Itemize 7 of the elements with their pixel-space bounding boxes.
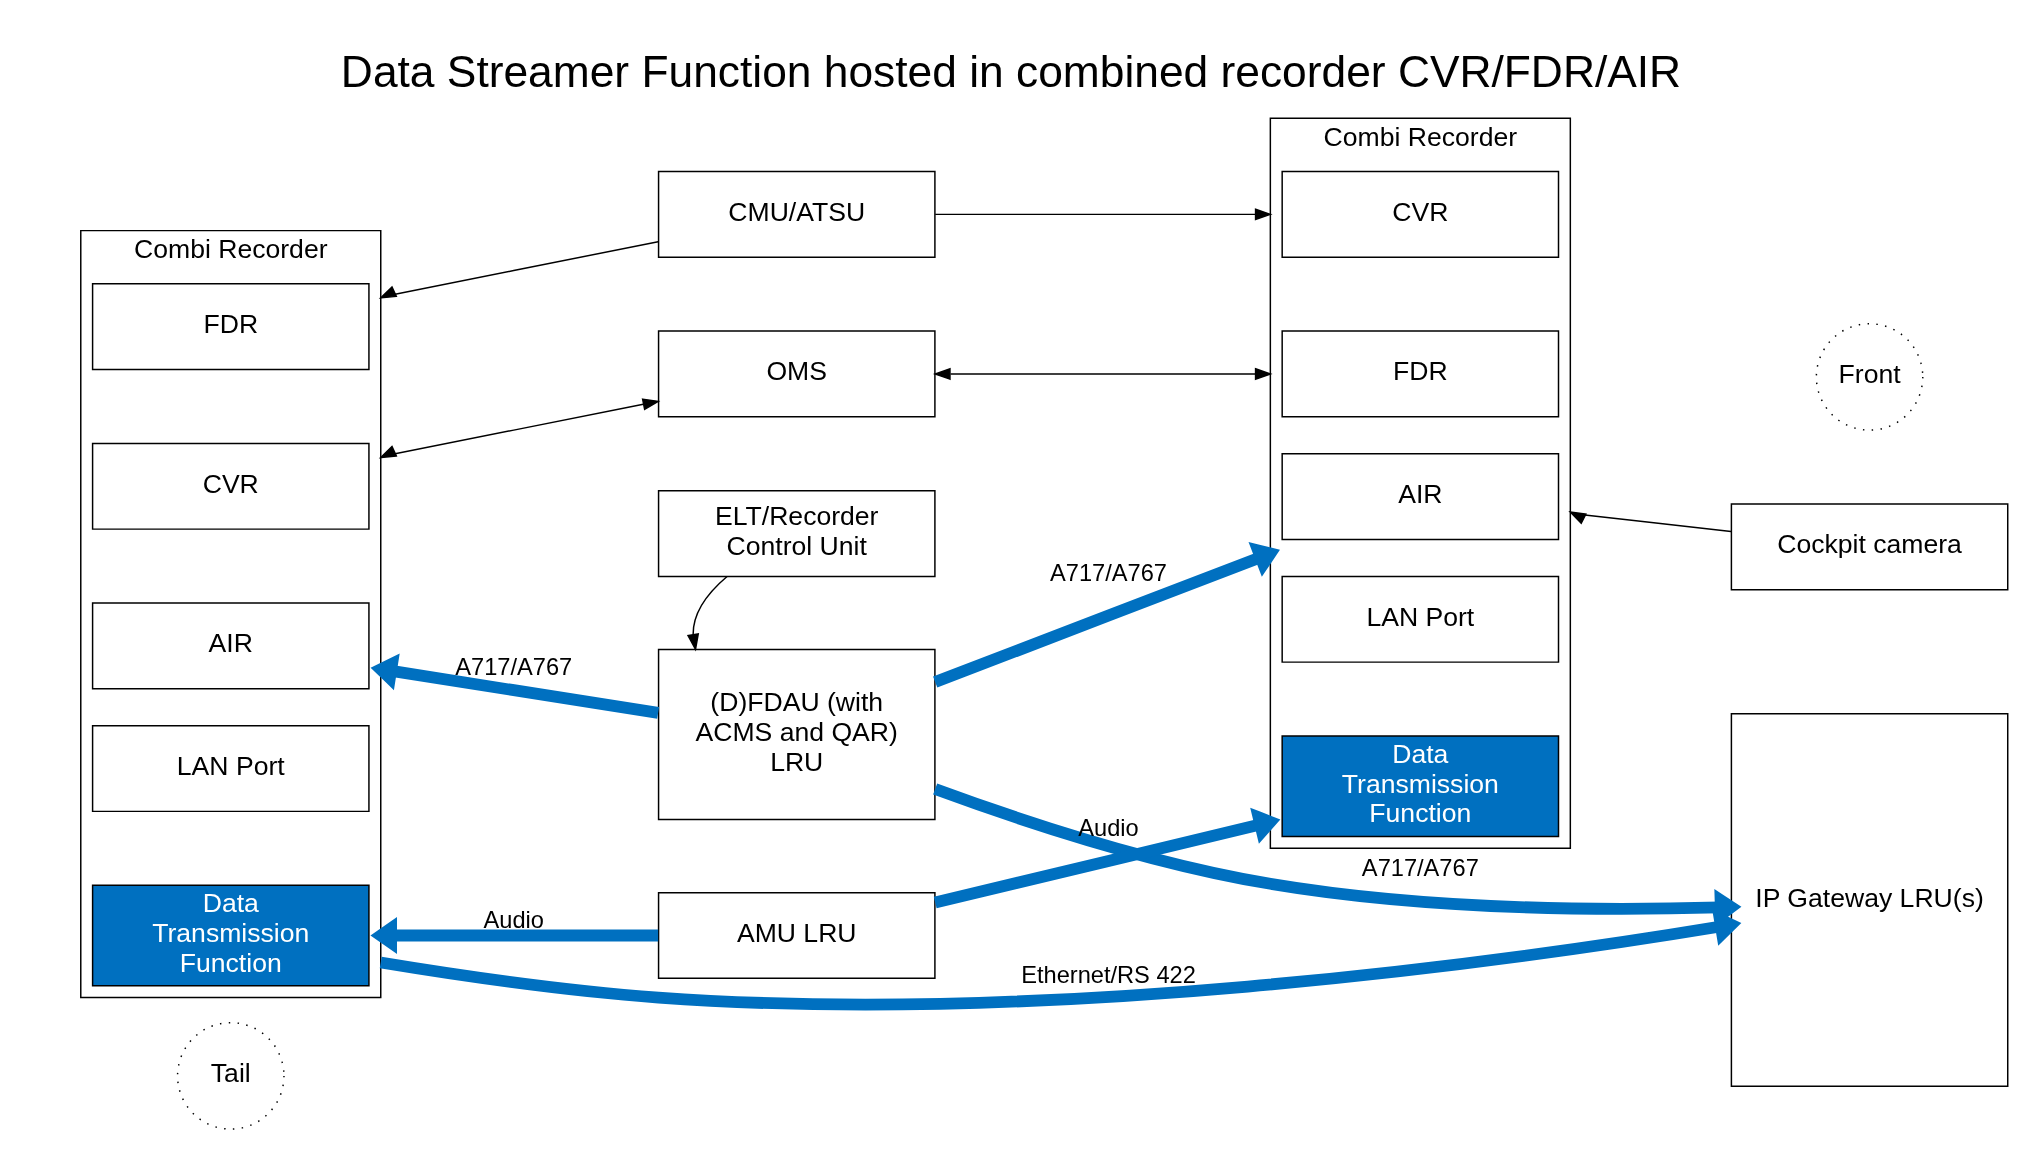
diagram-title: Data Streamer Function hosted in combined recorder CVR/FDR/AIR bbox=[340, 47, 1682, 97]
edge-label: Ethernet/RS 422 bbox=[1021, 961, 1196, 988]
edge-label: A717/A767 bbox=[455, 654, 573, 681]
edge-label: A717/A767 bbox=[1361, 855, 1479, 882]
edge-label: Audio bbox=[1078, 815, 1139, 842]
edge-label: A717/A767 bbox=[1050, 559, 1167, 586]
edge-label: Audio bbox=[483, 906, 544, 933]
